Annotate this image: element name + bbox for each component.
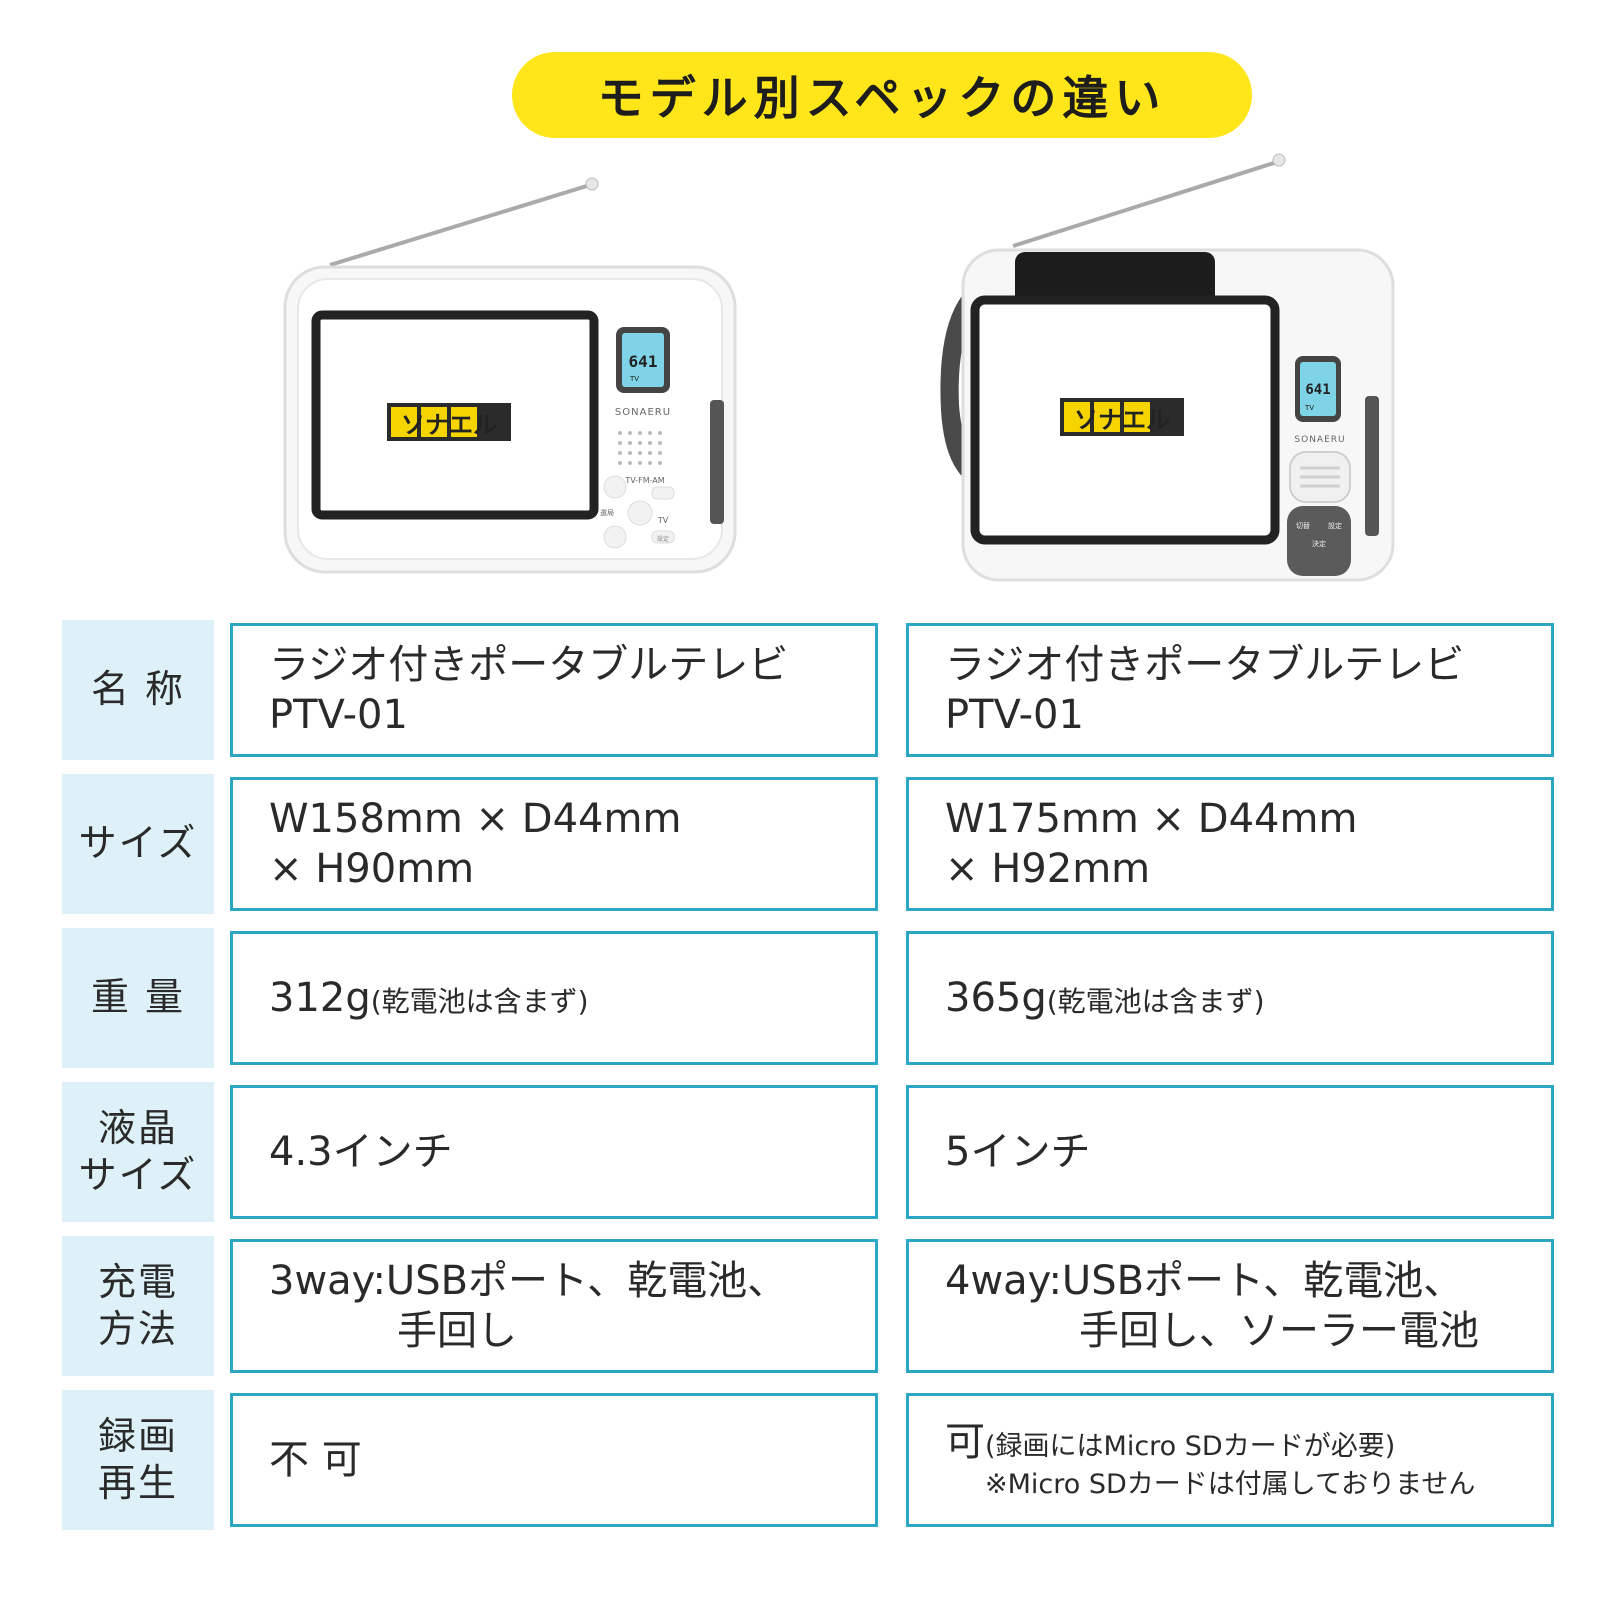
value-charging-model1: 3way:USBポート、乾電池、 手回し: [230, 1239, 878, 1373]
value-size-model2: W175mm × D44mm × H92mm: [906, 777, 1554, 911]
svg-text:決定: 決定: [1312, 539, 1326, 548]
product-image-ptv01-b: ソナエル 641 TV SONAERU 切替 設定 決定: [935, 150, 1455, 620]
label-lcd-size: 液晶サイズ: [62, 1082, 214, 1222]
label-recording: 録画再生: [62, 1390, 214, 1530]
label-size: サイズ: [62, 774, 214, 914]
value-charging-model2: 4way:USBポート、乾電池、 手回し、ソーラー電池: [906, 1239, 1554, 1373]
svg-text:TV: TV: [1304, 404, 1314, 412]
svg-text:設定: 設定: [1328, 521, 1342, 530]
svg-text:SONAERU: SONAERU: [615, 407, 671, 418]
page-title: モデル別スペックの違い: [512, 52, 1252, 138]
value-recording-model2: 可(録画にはMicro SDカードが必要) ※Micro SDカードは付属してお…: [906, 1393, 1554, 1527]
value-name-model1: ラジオ付きポータブルテレビ PTV-01: [230, 623, 878, 757]
svg-text:SONAERU: SONAERU: [1294, 435, 1345, 445]
svg-text:選局: 選局: [600, 508, 614, 517]
svg-text:TV: TV: [657, 516, 669, 525]
value-weight-model1: 312g(乾電池は含まず): [230, 931, 878, 1065]
value-weight-model2: 365g(乾電池は含まず): [906, 931, 1554, 1065]
svg-text:切替: 切替: [1296, 521, 1310, 530]
value-size-model1: W158mm × D44mm × H90mm: [230, 777, 878, 911]
value-lcd-model2: 5インチ: [906, 1085, 1554, 1219]
svg-text:641: 641: [629, 352, 658, 371]
value-name-model2: ラジオ付きポータブルテレビ PTV-01: [906, 623, 1554, 757]
sonaeru-logo: ソナエル: [387, 403, 511, 441]
sonaeru-logo: ソナエル: [1060, 398, 1184, 436]
value-recording-model1: 不 可: [230, 1393, 878, 1527]
svg-text:ソナエル: ソナエル: [401, 411, 497, 439]
value-lcd-model1: 4.3インチ: [230, 1085, 878, 1219]
svg-text:設定: 設定: [657, 535, 669, 543]
svg-text:ソナエル: ソナエル: [1074, 406, 1170, 434]
svg-text:TV: TV: [629, 375, 639, 383]
label-name: 名 称: [62, 620, 214, 760]
svg-text:TV-FM-AM: TV-FM-AM: [624, 476, 664, 485]
svg-text:641: 641: [1305, 382, 1330, 398]
label-weight: 重 量: [62, 928, 214, 1068]
product-image-ptv01-a: ソナエル 641 TV SONAERU TV-FM-AM 選局 TV 設定: [280, 175, 770, 615]
label-charging: 充電方法: [62, 1236, 214, 1376]
